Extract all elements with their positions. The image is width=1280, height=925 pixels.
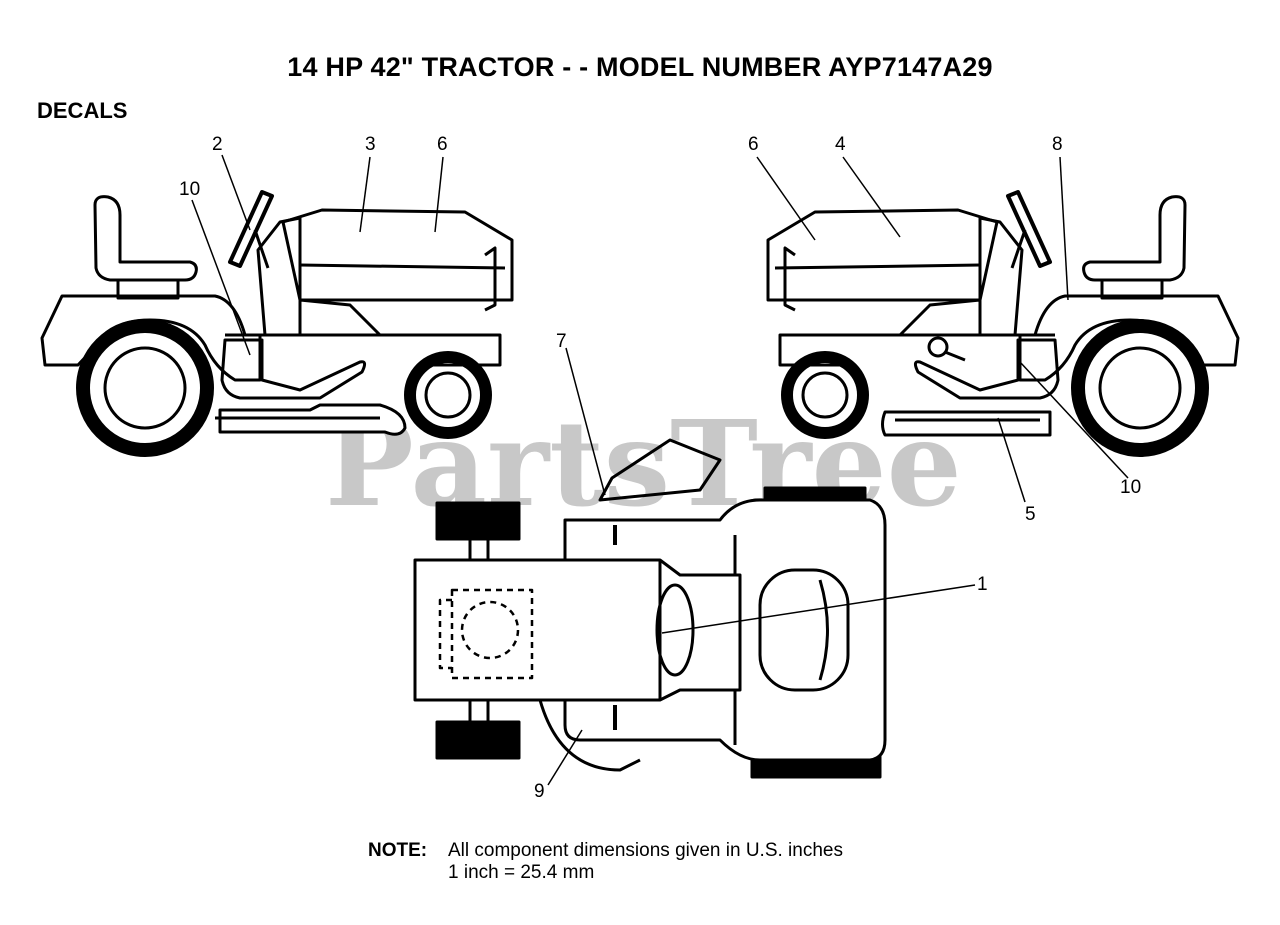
callout-9: 9 — [534, 781, 545, 802]
note-label: NOTE: — [368, 840, 428, 861]
note-line-1: All component dimensions given in U.S. i… — [448, 840, 843, 861]
diagram-title: 14 HP 42" TRACTOR - - MODEL NUMBER AYP71… — [287, 52, 993, 82]
steering-wheel — [228, 190, 274, 268]
callout-2: 2 — [212, 134, 223, 155]
seat — [1082, 195, 1187, 282]
callout-5: 5 — [1025, 504, 1036, 525]
hood — [766, 208, 999, 302]
callout-10-right: 10 — [1120, 477, 1141, 498]
front-wheel — [781, 351, 869, 439]
front-right-wheel — [435, 720, 521, 760]
callout-4: 4 — [835, 134, 846, 155]
section-heading: DECALS — [37, 98, 128, 123]
mower-deck — [218, 403, 407, 436]
hood — [281, 208, 514, 302]
callout-7: 7 — [556, 331, 567, 352]
leader-lines — [191, 154, 1129, 786]
callout-6-left: 6 — [437, 134, 448, 155]
callout-10-left: 10 — [179, 179, 200, 200]
rear-wheel — [1071, 319, 1209, 457]
rear-wheel — [76, 319, 214, 457]
callout-3: 3 — [365, 134, 376, 155]
tractor-right-view — [766, 190, 1240, 457]
front-left-wheel — [435, 501, 521, 541]
callout-6-right: 6 — [748, 134, 759, 155]
callout-1: 1 — [977, 574, 988, 595]
front-wheel — [404, 351, 492, 439]
steering-wheel — [1006, 190, 1052, 268]
note-line-2: 1 inch = 25.4 mm — [448, 862, 595, 883]
rear-fender — [40, 294, 262, 382]
seat — [93, 195, 198, 282]
tractor-top-view — [413, 438, 887, 779]
callout-8: 8 — [1052, 134, 1063, 155]
mower-deck — [881, 410, 1052, 437]
tractor-left-view — [40, 190, 514, 457]
